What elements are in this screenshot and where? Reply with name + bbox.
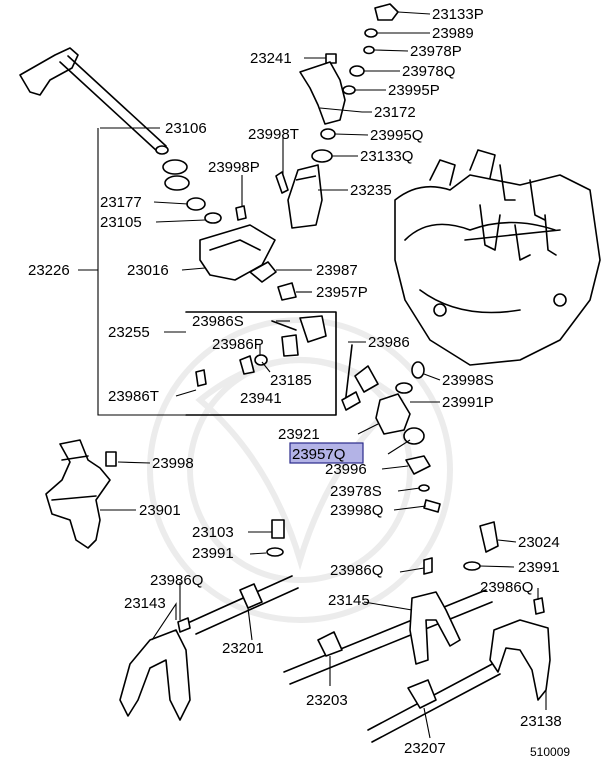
label-23172[interactable]: 23172 — [374, 104, 416, 121]
label-23957P[interactable]: 23957P — [316, 284, 368, 301]
label-23978Q[interactable]: 23978Q — [402, 63, 455, 80]
label-23185[interactable]: 23185 — [270, 372, 312, 389]
small-parts-top — [275, 3, 399, 229]
label-23991-right[interactable]: 23991 — [518, 559, 560, 576]
highlight-box — [289, 442, 364, 464]
label-23978P[interactable]: 23978P — [410, 43, 462, 60]
label-23991P[interactable]: 23991P — [442, 394, 494, 411]
label-23016[interactable]: 23016 — [127, 262, 169, 279]
subassembly-box — [185, 311, 337, 416]
label-23901[interactable]: 23901 — [139, 502, 181, 519]
label-23989[interactable]: 23989 — [432, 25, 474, 42]
label-23133P[interactable]: 23133P — [432, 6, 484, 23]
label-23995Q[interactable]: 23995Q — [370, 127, 423, 144]
label-23995P[interactable]: 23995P — [388, 82, 440, 99]
bracket-23901 — [45, 439, 117, 549]
diagram-code: 510009 — [530, 745, 570, 759]
label-23998S[interactable]: 23998S — [442, 372, 494, 389]
label-23145[interactable]: 23145 — [328, 592, 370, 609]
label-23986T[interactable]: 23986T — [108, 388, 159, 405]
label-23941[interactable]: 23941 — [240, 390, 282, 407]
label-23105[interactable]: 23105 — [100, 214, 142, 231]
label-23255[interactable]: 23255 — [108, 324, 150, 341]
label-23024[interactable]: 23024 — [518, 534, 560, 551]
label-23207[interactable]: 23207 — [404, 740, 446, 757]
frame-23226 — [78, 127, 186, 416]
label-23133Q[interactable]: 23133Q — [360, 148, 413, 165]
leader-lines — [100, 11, 547, 739]
label-23921[interactable]: 23921 — [278, 426, 320, 443]
label-23241[interactable]: 23241 — [250, 50, 292, 67]
label-23987[interactable]: 23987 — [316, 262, 358, 279]
mid-right-parts — [341, 344, 441, 513]
label-23991-left[interactable]: 23991 — [192, 545, 234, 562]
label-23106[interactable]: 23106 — [165, 120, 207, 137]
label-23235[interactable]: 23235 — [350, 182, 392, 199]
label-23986Q-right[interactable]: 23986Q — [480, 579, 533, 596]
shift-lever — [19, 47, 297, 301]
label-23143[interactable]: 23143 — [124, 595, 166, 612]
label-23998Q[interactable]: 23998Q — [330, 502, 383, 519]
label-23986Q-left[interactable]: 23986Q — [150, 572, 203, 589]
label-23996[interactable]: 23996 — [325, 461, 367, 478]
label-23998T[interactable]: 23998T — [248, 126, 299, 143]
transmission-case — [394, 149, 601, 366]
label-23103[interactable]: 23103 — [192, 524, 234, 541]
label-23138[interactable]: 23138 — [520, 713, 562, 730]
label-23986P[interactable]: 23986P — [212, 336, 264, 353]
label-23177[interactable]: 23177 — [100, 194, 142, 211]
label-23957Q[interactable]: 23957Q — [292, 446, 345, 463]
label-23986S[interactable]: 23986S — [192, 313, 244, 330]
label-23201[interactable]: 23201 — [222, 640, 264, 657]
label-23998P[interactable]: 23998P — [208, 159, 260, 176]
label-23998[interactable]: 23998 — [152, 455, 194, 472]
shift-forks-and-rods — [119, 519, 551, 743]
part-labels: 23133P 23989 23978P 23241 23978Q 23995P … — [28, 6, 570, 759]
label-23203[interactable]: 23203 — [306, 692, 348, 709]
label-23978S[interactable]: 23978S — [330, 483, 382, 500]
label-23986Q-mid[interactable]: 23986Q — [330, 562, 383, 579]
label-23986[interactable]: 23986 — [368, 334, 410, 351]
label-23226[interactable]: 23226 — [28, 262, 70, 279]
